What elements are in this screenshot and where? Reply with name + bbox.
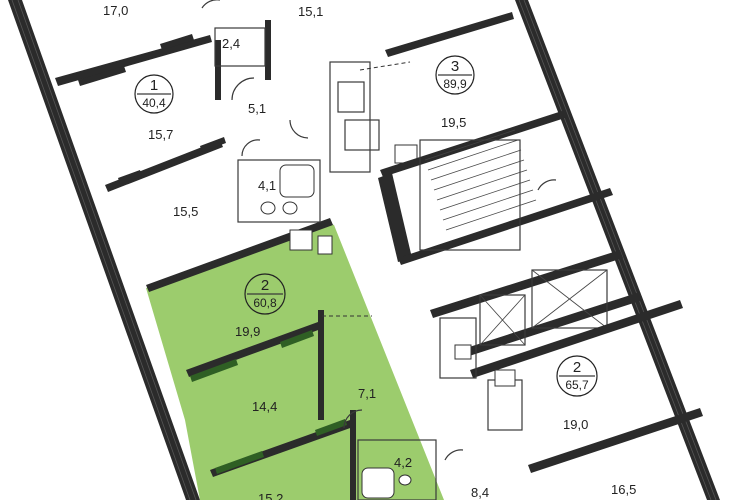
apartment-badge-2-right[interactable]: 2 65,7 xyxy=(556,355,598,397)
apartment-rooms: 2 xyxy=(573,359,581,376)
left-wing xyxy=(8,0,444,500)
room-area: 15,5 xyxy=(173,204,198,219)
facade-windows-left xyxy=(11,0,197,500)
room-area-labels: 17,0 15,1 2,4 5,1 15,7 4,1 15,5 19,5 19,… xyxy=(103,3,636,500)
room-area: 4,1 xyxy=(258,178,276,193)
right-wing xyxy=(378,0,720,500)
room-area: 14,4 xyxy=(252,399,277,414)
room-area: 19,9 xyxy=(235,324,260,339)
room-area: 7,1 xyxy=(358,386,376,401)
apartment-badge-2-selected[interactable]: 2 60,8 xyxy=(244,273,286,315)
corridor xyxy=(329,61,418,173)
apartment-selected-fill[interactable] xyxy=(146,222,444,500)
room-area: 17,0 xyxy=(103,3,128,18)
apartment-total-area: 65,7 xyxy=(565,378,589,392)
room-area: 19,0 xyxy=(563,417,588,432)
apartment-badge-1[interactable]: 1 40,4 xyxy=(134,74,174,114)
apartment-badge-3[interactable]: 3 89,9 xyxy=(435,55,475,95)
apartment-rooms: 1 xyxy=(150,77,158,94)
apartment-total-area: 60,8 xyxy=(253,296,277,310)
room-area: 15,2 xyxy=(258,491,283,500)
room-area: 5,1 xyxy=(248,101,266,116)
room-area: 19,5 xyxy=(441,115,466,130)
room-area: 15,1 xyxy=(298,4,323,19)
room-area: 16,5 xyxy=(611,482,636,497)
room-area: 2,4 xyxy=(222,36,240,51)
apartment-rooms: 2 xyxy=(261,277,269,294)
apartment-total-area: 40,4 xyxy=(142,96,166,110)
room-area: 4,2 xyxy=(394,455,412,470)
apartment-rooms: 3 xyxy=(451,58,459,75)
staircase xyxy=(424,129,537,231)
room-area: 15,7 xyxy=(148,127,173,142)
room-area: 8,4 xyxy=(471,485,489,500)
apartment-total-area: 89,9 xyxy=(443,77,467,91)
